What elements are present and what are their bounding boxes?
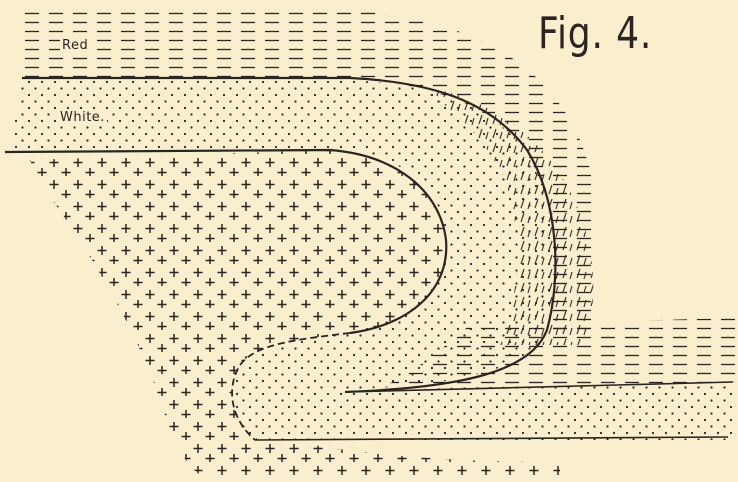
figure-title: Fig. 4. [538,8,652,59]
red-layer-label: Red [60,38,90,53]
white-layer-label: White. [58,110,107,125]
